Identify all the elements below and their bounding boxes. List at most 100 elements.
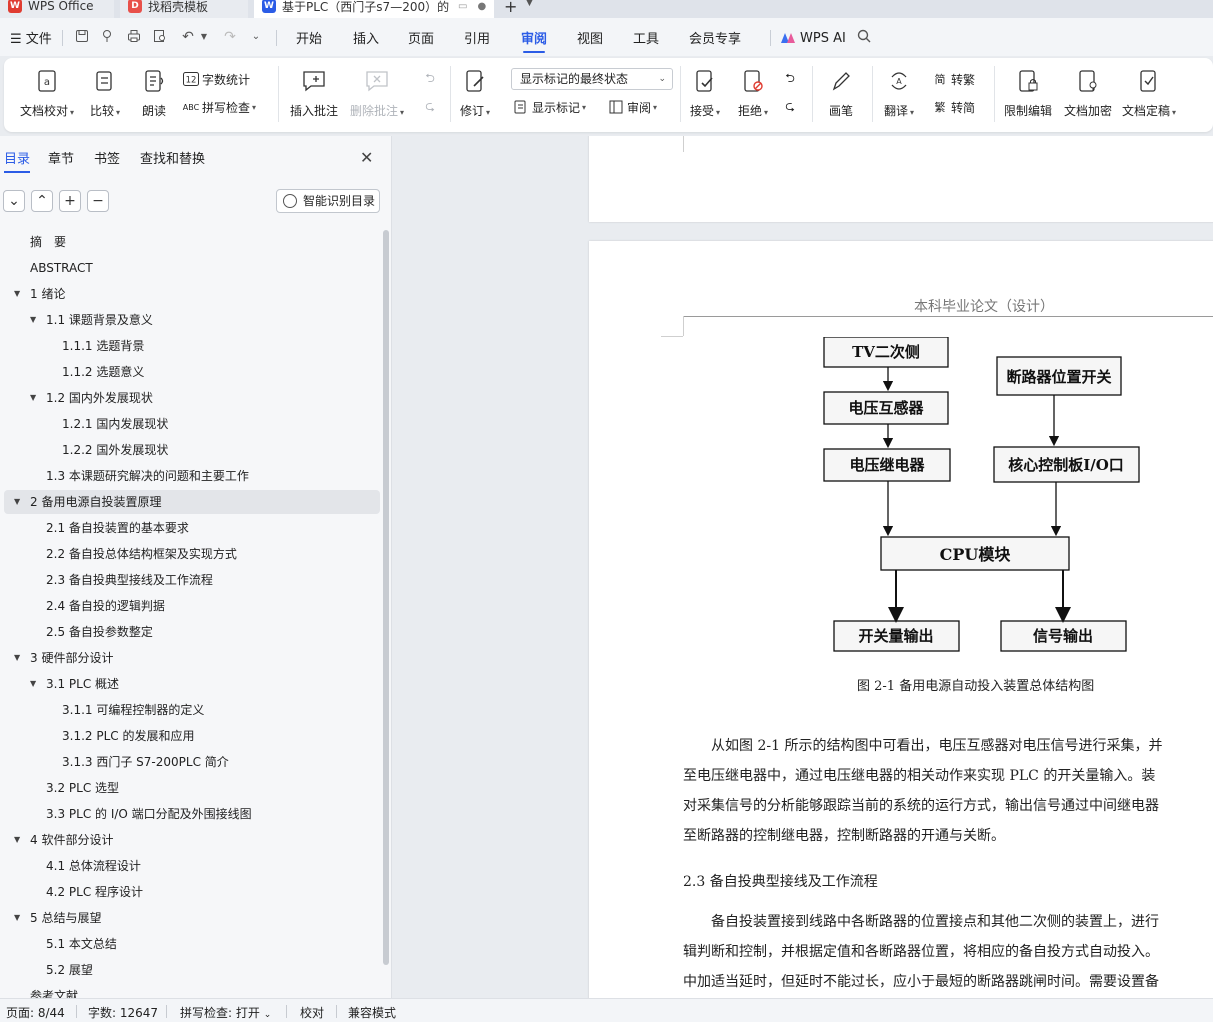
expand-up-button[interactable]: ⌃ [31, 190, 53, 212]
smart-toc-button[interactable]: 智能识别目录 [276, 189, 380, 213]
tab-toc[interactable]: 目录 [4, 148, 31, 173]
tab-tools[interactable]: 工具 [633, 32, 660, 47]
toc-scrollbar[interactable] [383, 230, 389, 965]
print-icon[interactable] [126, 29, 142, 45]
accept-button[interactable]: 接受▾ [690, 64, 720, 124]
toc-item[interactable]: 1.1.1 选题背景 [4, 334, 380, 358]
toc-item[interactable]: ▼5 总结与展望 [4, 906, 380, 930]
toc-item[interactable]: 摘 要 [4, 230, 380, 254]
pen-button[interactable]: 画笔 [828, 64, 854, 124]
toc-item[interactable]: 3.1.2 PLC 的发展和应用 [4, 724, 380, 748]
show-markup-button[interactable]: 显示标记▾ [513, 98, 586, 116]
file-menu[interactable]: ☰ 文件 [10, 28, 52, 48]
toc-item[interactable]: ▼1.2 国内外发展现状 [4, 386, 380, 410]
chevron-down-icon[interactable]: ▼ [200, 32, 208, 41]
toc-item[interactable]: 1.1.2 选题意义 [4, 360, 380, 384]
tab-review[interactable]: 审阅 [521, 28, 547, 53]
toc-item[interactable]: ▼3.1 PLC 概述 [4, 672, 380, 696]
close-icon[interactable]: ✕ [360, 148, 374, 167]
prev-change-icon[interactable]: ⮌ [785, 70, 795, 85]
revise-button[interactable]: 修订▾ [460, 64, 490, 124]
redo-icon[interactable]: ↷ [224, 29, 236, 45]
toc-item[interactable]: ▼1 绪论 [4, 282, 380, 306]
save-icon[interactable] [74, 29, 90, 45]
search-icon[interactable] [856, 29, 872, 45]
finalize-button[interactable]: 文档定稿▾ [1122, 64, 1176, 124]
review-pane-button[interactable]: 审阅▾ [608, 98, 657, 116]
collapse-button[interactable]: ⌄ [3, 190, 25, 212]
markup-mode-select[interactable]: 显示标记的最终状态 ⌄ [511, 68, 673, 90]
to-traditional-button[interactable]: 简 转繁 [932, 70, 976, 88]
undo-icon[interactable]: ↶ [182, 29, 194, 45]
expand-arrow-icon[interactable]: ▼ [14, 835, 21, 844]
wps-ai-button[interactable]: WPS AI [780, 28, 846, 48]
toc-item[interactable]: 4.1 总体流程设计 [4, 854, 380, 878]
tab-view[interactable]: 视图 [577, 32, 604, 47]
tab-insert[interactable]: 插入 [353, 32, 380, 47]
toc-item[interactable]: 1.2.1 国内发展现状 [4, 412, 380, 436]
tab-chapter[interactable]: 章节 [48, 152, 75, 167]
next-comment-icon[interactable]: ⮎ [425, 98, 435, 113]
toc-item[interactable]: 3.1.3 西门子 S7-200PLC 简介 [4, 750, 380, 774]
read-aloud-button[interactable]: 朗读 [141, 64, 167, 124]
expand-arrow-icon[interactable]: ▼ [30, 315, 37, 324]
toc-item[interactable]: 2.1 备自投装置的基本要求 [4, 516, 380, 540]
toc-item[interactable]: 2.2 备自投总体结构框架及实现方式 [4, 542, 380, 566]
compare-button[interactable]: 比较▾ [90, 64, 120, 124]
prev-comment-icon[interactable]: ⮌ [425, 70, 435, 85]
chevron-down-icon[interactable]: ▼ [526, 0, 533, 8]
translate-button[interactable]: A 翻译▾ [884, 64, 914, 124]
toc-item[interactable]: ▼2 备用电源自投装置原理 [4, 490, 380, 514]
tab-reference[interactable]: 引用 [464, 32, 491, 47]
toc-item[interactable]: 1.3 本课题研究解决的问题和主要工作 [4, 464, 380, 488]
tab-page[interactable]: 页面 [408, 32, 435, 47]
expand-arrow-icon[interactable]: ▼ [14, 497, 21, 506]
expand-arrow-icon[interactable]: ▼ [14, 653, 21, 662]
new-tab-button[interactable]: + [504, 0, 518, 16]
dot-icon[interactable]: ● [477, 0, 487, 12]
toc-item[interactable]: 5.2 展望 [4, 958, 380, 982]
toc-item[interactable]: ▼1.1 课题背景及意义 [4, 308, 380, 332]
tab-member[interactable]: 会员专享 [689, 32, 742, 47]
expand-arrow-icon[interactable]: ▼ [30, 393, 37, 402]
remove-level-button[interactable]: − [87, 190, 109, 212]
encrypt-button[interactable]: 文档加密 [1064, 64, 1112, 124]
more-chevron-icon[interactable]: ⌄ [251, 31, 261, 42]
insert-comment-button[interactable]: 插入批注 [290, 64, 338, 124]
document-area[interactable]: 4 本科毕业论文（设计） TV二次侧 电压互感器 电压继电器 断路器位置开关 [393, 136, 1213, 998]
next-change-icon[interactable]: ⮎ [785, 98, 795, 113]
reject-button[interactable]: 拒绝▾ [738, 64, 768, 124]
spell-check-button[interactable]: ABC 拼写检查▾ [182, 100, 257, 115]
toc-item[interactable]: 4.2 PLC 程序设计 [4, 880, 380, 904]
word-count-button[interactable]: 12 字数统计 [183, 70, 250, 88]
toc-item[interactable]: ▼4 软件部分设计 [4, 828, 380, 852]
toc-item[interactable]: 3.1.1 可编程控制器的定义 [4, 698, 380, 722]
tab-document[interactable]: W 基于PLC（西门子s7—200）的 ▭ ● [254, 0, 494, 18]
expand-arrow-icon[interactable]: ▼ [14, 913, 21, 922]
print-preview-icon[interactable] [152, 29, 168, 45]
tab-home[interactable]: 开始 [296, 32, 323, 47]
toc-item[interactable]: 3.2 PLC 选型 [4, 776, 380, 800]
tab-wps-office[interactable]: W WPS Office [0, 0, 114, 18]
expand-arrow-icon[interactable]: ▼ [30, 679, 37, 688]
word-count-indicator[interactable]: 字数: 12647 [88, 1006, 159, 1020]
toc-item[interactable]: ▼3 硬件部分设计 [4, 646, 380, 670]
toc-item[interactable]: 1.2.2 国外发展现状 [4, 438, 380, 462]
export-pdf-icon[interactable] [100, 29, 116, 45]
to-simplified-button[interactable]: 繁 转简 [932, 98, 976, 116]
page-indicator[interactable]: 页面: 8/44 [6, 1006, 65, 1020]
tab-find-replace[interactable]: 查找和替换 [140, 152, 206, 167]
delete-comment-button[interactable]: 删除批注▾ [350, 64, 404, 124]
toc-item[interactable]: 5.1 本文总结 [4, 932, 380, 956]
proof-indicator[interactable]: 校对 [300, 1006, 325, 1020]
toc-item[interactable]: ABSTRACT [4, 256, 380, 280]
add-level-button[interactable]: + [59, 190, 81, 212]
toc-item[interactable]: 2.3 备自投典型接线及工作流程 [4, 568, 380, 592]
toc-item[interactable]: 参考文献 [4, 984, 380, 1000]
tab-bookmark[interactable]: 书签 [94, 152, 121, 167]
toc-item[interactable]: 3.3 PLC 的 I/O 端口分配及外围接线图 [4, 802, 380, 826]
restrict-edit-button[interactable]: 限制编辑 [1004, 64, 1052, 124]
toc-item[interactable]: 2.4 备自投的逻辑判据 [4, 594, 380, 618]
spell-check-indicator[interactable]: 拼写检查: 打开 ⌄ [180, 1004, 271, 1021]
tab-template[interactable]: D 找稻壳模板 [120, 0, 248, 18]
